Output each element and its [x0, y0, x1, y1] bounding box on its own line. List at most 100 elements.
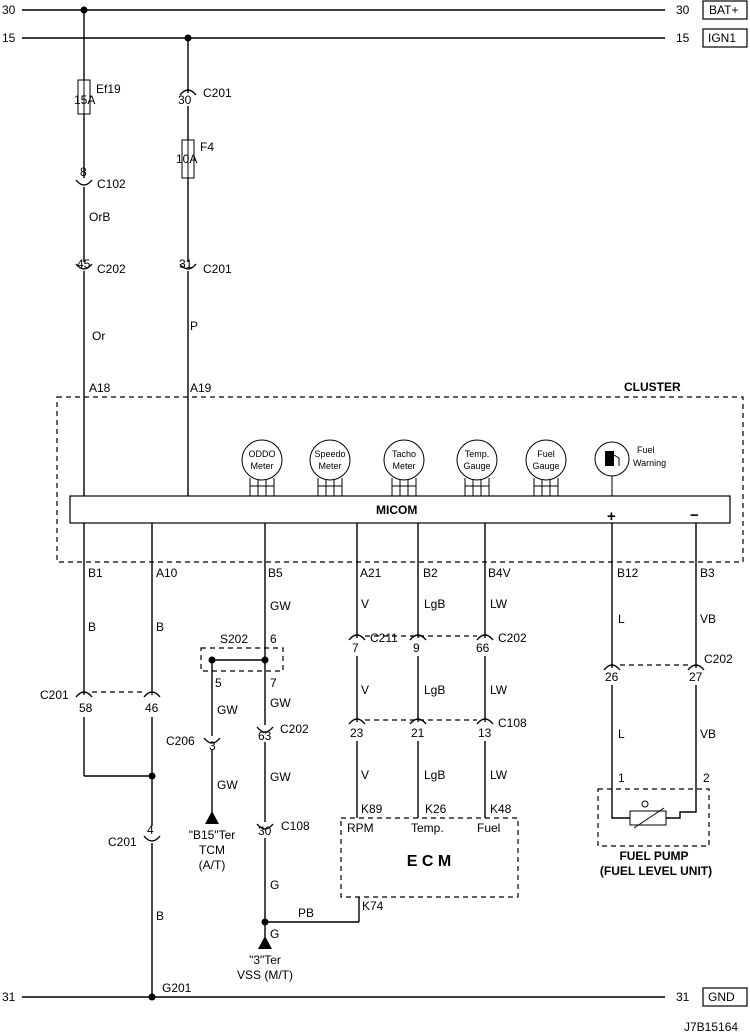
meter-tacho-line2: Meter — [392, 461, 415, 471]
vss-terminal-arrow — [258, 936, 272, 949]
c201-c-connector — [143, 835, 161, 842]
bat-rail-left-number: 30 — [2, 3, 16, 17]
meter-speedo-line1: Speedo — [314, 449, 345, 459]
gnd-label: GND — [708, 990, 735, 1004]
ecm-pin-k89: K89 — [361, 802, 383, 816]
c201-a-name: C201 — [203, 86, 232, 100]
ground-path: B B C201 58 46 4 C201 B G201 — [40, 523, 192, 1001]
c201-c-pin: 4 — [147, 823, 154, 837]
wire-vb-2: VB — [700, 727, 716, 741]
gauge-fuel: Fuel Gauge — [525, 439, 567, 496]
c202-a-pin: 45 — [77, 257, 91, 271]
s202-splice-box — [200, 647, 284, 672]
c201-b-name: C201 — [203, 262, 232, 276]
c202-pin66-connector — [476, 634, 494, 641]
c102-pin: 8 — [80, 165, 87, 179]
tcm-line2: TCM — [199, 843, 225, 857]
fuel-pump-line1: FUEL PUMP — [619, 849, 688, 863]
cluster-title: CLUSTER — [624, 380, 681, 394]
c102-connector — [75, 179, 93, 186]
c206-name: C206 — [166, 734, 195, 748]
bat-label-box — [702, 0, 748, 20]
meter-oddo-line2: Meter — [250, 461, 273, 471]
gnd-rail: 31 31 GND — [2, 987, 748, 1007]
tcm-line1: "B15"Ter — [189, 828, 236, 842]
tcm-line3: (A/T) — [199, 858, 226, 872]
c202-pin9-connector — [409, 634, 427, 641]
fuse-f4-rating: 10A — [176, 152, 197, 166]
wire-lgb-2: LgB — [424, 683, 445, 697]
fuel-pump-box — [597, 788, 710, 847]
wire-p: P — [190, 319, 198, 333]
wire-b-b1: B — [88, 620, 96, 634]
c108-b-pin13: 13 — [478, 726, 492, 740]
c102-name: C102 — [97, 177, 126, 191]
c108-b-pin21: 21 — [411, 726, 425, 740]
ecm-rpm-label: RPM — [347, 821, 374, 835]
c108-a-pin: 30 — [258, 824, 272, 838]
fp-pin1: 1 — [618, 771, 625, 785]
c201-a-connector — [179, 89, 197, 96]
fuse-ef19-rating: 15A — [74, 93, 95, 107]
wire-gw-5: GW — [270, 770, 291, 784]
gauge-fuel-line2: Gauge — [532, 461, 559, 471]
c201-pin46: 46 — [145, 701, 159, 715]
pin-a21: A21 — [360, 566, 382, 580]
pin-b2: B2 — [423, 566, 438, 580]
g201-dot — [148, 993, 156, 1001]
vss-line1: "3"Ter — [249, 953, 281, 967]
ecm-title: E C M — [407, 853, 451, 870]
c202-b-name: C202 — [280, 722, 309, 736]
gauge-temp-line2: Gauge — [463, 461, 490, 471]
wire-v-1: V — [361, 597, 369, 611]
wire-gw-4: GW — [217, 778, 238, 792]
pin-a18: A18 — [89, 381, 111, 395]
wire-gw-2: GW — [217, 703, 238, 717]
wire-gw-1: GW — [270, 599, 291, 613]
c202-b-pin63: 63 — [258, 729, 272, 743]
ecm-box — [340, 817, 519, 898]
c202-d-pin27: 27 — [689, 670, 703, 684]
fuel-warning-line1: Fuel — [637, 445, 655, 455]
cluster: CLUSTER MICOM ODDO Meter Speedo Meter Ta… — [56, 380, 744, 580]
pin-b4v: B4V — [488, 566, 511, 580]
c202-b-connector — [256, 726, 274, 733]
ign-rail-right-number: 15 — [676, 31, 690, 45]
pin-b12: B12 — [617, 566, 639, 580]
c108-a-name: C108 — [281, 819, 310, 833]
meter-speedo: Speedo Meter — [309, 439, 351, 496]
fuel-pump-path: L VB C202 26 27 L VB 1 2 FUEL PUMP (FUEL… — [597, 523, 733, 878]
fuel-warning-line2: Warning — [633, 458, 666, 468]
wire-l-1: L — [618, 612, 625, 626]
c201-name: C201 — [40, 688, 69, 702]
c211-pin: 7 — [352, 641, 359, 655]
gnd-rail-left-number: 31 — [2, 990, 16, 1004]
bat-label: BAT+ — [709, 3, 738, 17]
c201-b-connector — [179, 263, 197, 270]
c108-pin13-connector — [476, 718, 494, 725]
meter-tacho: Tacho Meter — [383, 439, 425, 496]
ecm-fuel-label: Fuel — [477, 821, 500, 835]
fuel-pump-line2: (FUEL LEVEL UNIT) — [600, 864, 712, 878]
ecm-pin-k26: K26 — [425, 802, 447, 816]
bat-branch: Ef19 15A 8 C102 OrB 45 C202 Or A18 — [74, 6, 126, 496]
wire-vb-1: VB — [700, 612, 716, 626]
pin-a10: A10 — [156, 566, 178, 580]
resistor-arrow — [633, 807, 665, 829]
s202-pin7: 7 — [270, 676, 277, 690]
c206-pin: 3 — [209, 739, 216, 753]
pin-b1: B1 — [88, 566, 103, 580]
fuse-ef19-name: Ef19 — [96, 82, 121, 96]
wire-l-2: L — [618, 727, 625, 741]
c211-name: C211 — [370, 631, 398, 645]
c202-d-pin26: 26 — [605, 670, 619, 684]
c201-pin46-connector — [143, 691, 161, 698]
meter-tacho-line1: Tacho — [392, 449, 416, 459]
wire-orb: OrB — [89, 210, 110, 224]
micom-label: MICOM — [376, 503, 417, 517]
c202-c-pin66: 66 — [476, 641, 490, 655]
fuel-pump-icon — [605, 451, 614, 466]
c201-pin58-connector — [75, 691, 93, 698]
ign-label-box — [702, 28, 748, 48]
